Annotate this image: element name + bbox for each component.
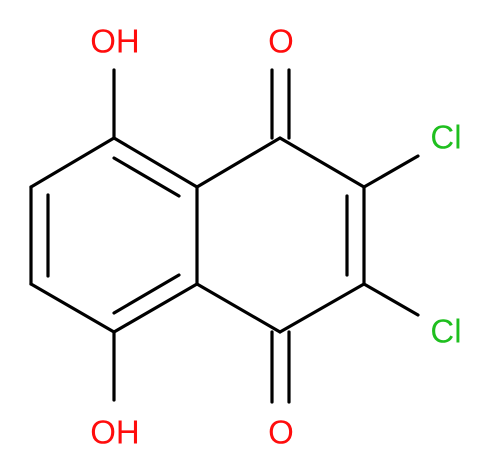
- double-bond-inner: [112, 156, 181, 198]
- bond: [195, 136, 282, 189]
- bond: [278, 282, 366, 334]
- bond: [112, 282, 199, 334]
- chlorine-bottom-label: Cl: [430, 313, 461, 350]
- carbonyl-bottom-label: O: [268, 414, 294, 451]
- chlorine-top-label: Cl: [430, 119, 461, 156]
- bond: [29, 282, 116, 334]
- double-bond-inner: [112, 273, 181, 315]
- substituent-bonds: [112, 68, 420, 404]
- bond: [29, 136, 116, 189]
- bond-cl-bottom: [362, 282, 420, 317]
- atom-labels: OH O Cl Cl OH O: [90, 23, 461, 451]
- bond: [112, 136, 199, 189]
- aromatic-ring: [29, 136, 199, 334]
- quinone-ring: [195, 136, 366, 334]
- bond-cl-top: [362, 154, 420, 189]
- bond: [195, 282, 282, 334]
- hydroxyl-top-label: OH: [90, 23, 140, 60]
- bond: [278, 136, 366, 189]
- hydroxyl-bottom-label: OH: [90, 414, 140, 451]
- carbonyl-top-label: O: [268, 23, 294, 60]
